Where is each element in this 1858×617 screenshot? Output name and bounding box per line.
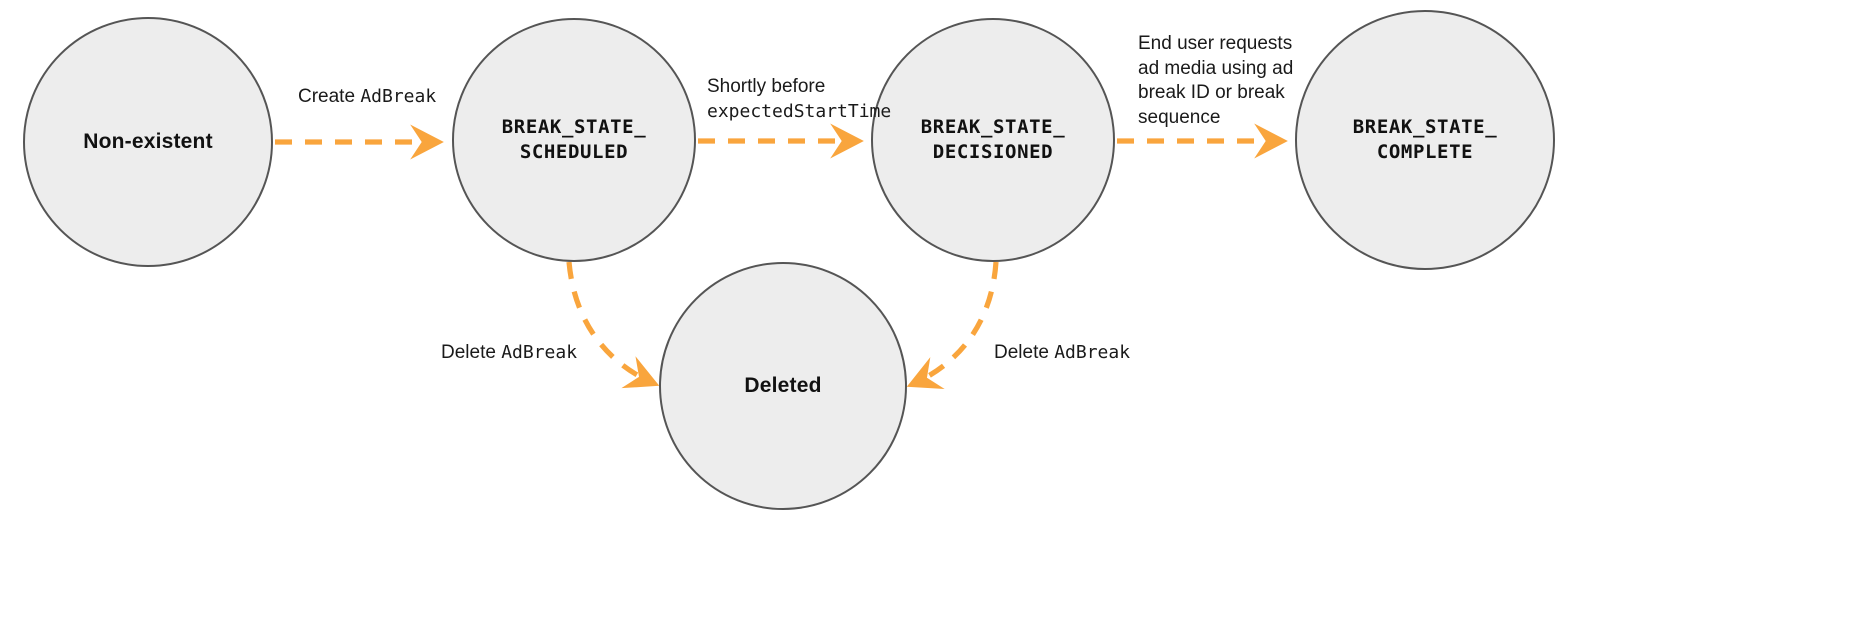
edge-label-delete-adbreak-from-scheduled: Delete AdBreak [441, 341, 577, 366]
edge-label-end-user-requests-ad-media: End user requests ad media using ad brea… [1138, 32, 1293, 131]
node-deleted[interactable]: Deleted [659, 262, 907, 510]
edge-delete-adbreak-from-decisioned [906, 261, 999, 389]
edge-label-code: AdBreak [360, 86, 437, 107]
node-break-state-scheduled[interactable]: BREAK_STATE_ SCHEDULED [452, 18, 696, 262]
edge-label-shortly-before-expected-start-time: Shortly before expectedStartTime [707, 75, 891, 124]
edge-label-delete-adbreak-from-decisioned: Delete AdBreak [994, 341, 1130, 366]
node-break-state-complete[interactable]: BREAK_STATE_ COMPLETE [1295, 10, 1555, 270]
edge-label-code: expectedStartTime [707, 100, 892, 122]
node-label-break-state-complete: BREAK_STATE_ COMPLETE [1352, 116, 1498, 163]
node-label-break-state-decisioned: BREAK_STATE_ DECISIONED [920, 116, 1066, 163]
edge-label-code: AdBreak [1054, 342, 1131, 363]
edge-label-prose: Delete [441, 342, 502, 363]
edge-delete-adbreak-from-scheduled [566, 261, 660, 389]
node-label-deleted: Deleted [744, 374, 822, 398]
node-label-break-state-scheduled: BREAK_STATE_ SCHEDULED [501, 116, 647, 163]
node-non-existent[interactable]: Non-existent [23, 17, 273, 267]
edge-label-prose: Create [298, 86, 361, 107]
edge-label-prose: Delete [994, 342, 1055, 363]
edge-label-code: AdBreak [501, 342, 578, 363]
node-label-non-existent: Non-existent [83, 130, 213, 154]
node-break-state-decisioned[interactable]: BREAK_STATE_ DECISIONED [871, 18, 1115, 262]
edge-label-prose: End user requests ad media using ad brea… [1138, 33, 1294, 129]
edge-label-create-adbreak: Create AdBreak [298, 85, 436, 110]
edge-label-prose: Shortly before [707, 76, 826, 97]
